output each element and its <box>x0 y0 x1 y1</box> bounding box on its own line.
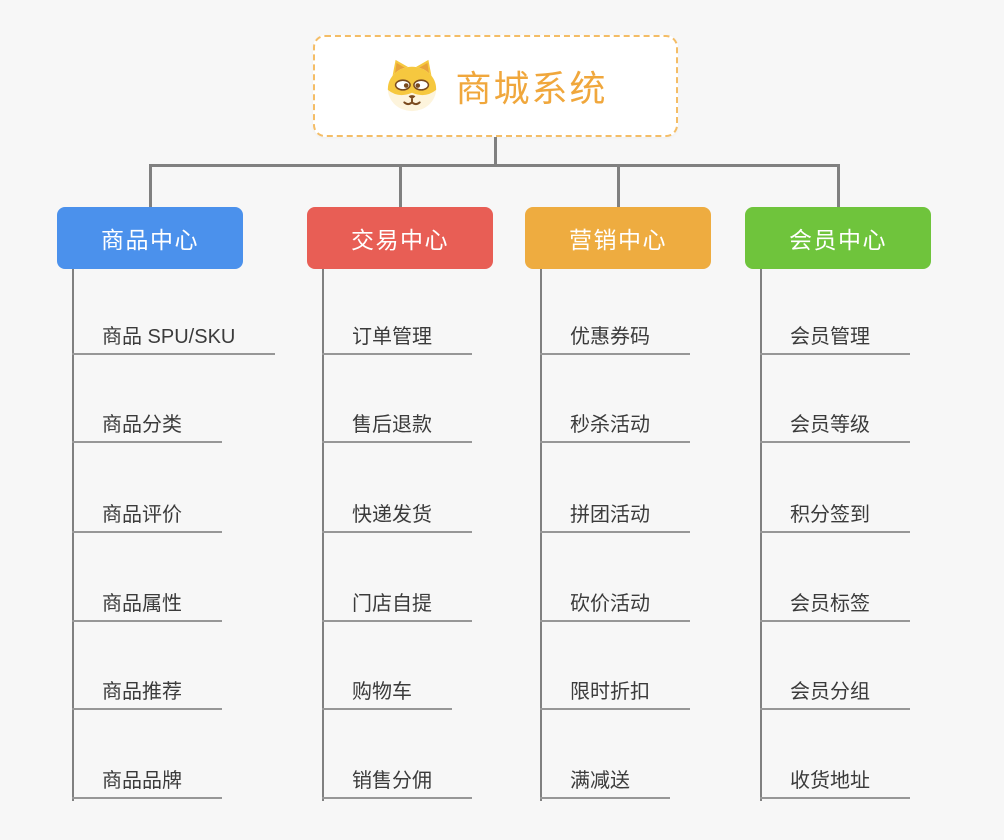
leaf-node[interactable]: 快递发货 <box>322 499 472 533</box>
branch-label: 营销中心 <box>569 227 667 253</box>
connector-horizontal-rail <box>149 164 840 167</box>
leaf-node[interactable]: 秒杀活动 <box>540 409 690 443</box>
leaf-node[interactable]: 砍价活动 <box>540 588 690 622</box>
branch-spine-connector <box>72 269 74 801</box>
branch-member-center: 会员中心 会员管理 会员等级 积分签到 会员标签 会员分组 收货地址 <box>745 207 931 807</box>
connector-drop-marketing <box>617 164 620 208</box>
leaf-node[interactable]: 拼团活动 <box>540 499 690 533</box>
leaf-node[interactable]: 优惠券码 <box>540 321 690 355</box>
leaf-node[interactable]: 会员标签 <box>760 588 910 622</box>
branch-spine-connector <box>760 269 762 801</box>
branch-spine-connector <box>540 269 542 801</box>
dog-face-icon <box>383 58 441 114</box>
leaf-node[interactable]: 商品评价 <box>72 499 222 533</box>
branch-trade-center: 交易中心 订单管理 售后退款 快递发货 门店自提 购物车 销售分佣 <box>307 207 493 807</box>
connector-drop-member <box>837 164 840 208</box>
root-node[interactable]: 商城系统 <box>313 35 678 137</box>
branch-product-center: 商品中心 商品 SPU/SKU 商品分类 商品评价 商品属性 商品推荐 商品品牌 <box>57 207 276 807</box>
root-title: 商城系统 <box>455 68 608 109</box>
connector-drop-trade <box>399 164 402 208</box>
leaf-node[interactable]: 限时折扣 <box>540 676 690 710</box>
leaf-node[interactable]: 积分签到 <box>760 499 910 533</box>
leaf-node[interactable]: 销售分佣 <box>322 765 472 799</box>
branch-label: 会员中心 <box>789 227 887 253</box>
leaf-node[interactable]: 商品品牌 <box>72 765 222 799</box>
leaf-node[interactable]: 商品推荐 <box>72 676 222 710</box>
leaf-node[interactable]: 订单管理 <box>322 321 472 355</box>
branch-label: 商品中心 <box>101 227 199 253</box>
branch-spine-connector <box>322 269 324 801</box>
branch-node-member-center[interactable]: 会员中心 <box>745 207 931 269</box>
leaf-node[interactable]: 收货地址 <box>760 765 910 799</box>
leaf-node[interactable]: 会员分组 <box>760 676 910 710</box>
branch-label: 交易中心 <box>351 227 449 253</box>
leaf-node[interactable]: 商品 SPU/SKU <box>72 321 276 355</box>
leaf-node[interactable]: 购物车 <box>322 676 452 710</box>
leaf-node[interactable]: 售后退款 <box>322 409 472 443</box>
connector-root-stem <box>494 137 497 165</box>
branch-node-product-center[interactable]: 商品中心 <box>57 207 243 269</box>
leaf-node[interactable]: 门店自提 <box>322 588 472 622</box>
branch-node-trade-center[interactable]: 交易中心 <box>307 207 493 269</box>
connector-drop-product <box>149 164 152 208</box>
leaf-node[interactable]: 商品分类 <box>72 409 222 443</box>
leaf-node[interactable]: 满减送 <box>540 765 670 799</box>
branch-marketing-center: 营销中心 优惠券码 秒杀活动 拼团活动 砍价活动 限时折扣 满减送 <box>525 207 711 807</box>
leaf-node[interactable]: 会员管理 <box>760 321 910 355</box>
leaf-node[interactable]: 会员等级 <box>760 409 910 443</box>
leaf-node[interactable]: 商品属性 <box>72 588 222 622</box>
branch-node-marketing-center[interactable]: 营销中心 <box>525 207 711 269</box>
